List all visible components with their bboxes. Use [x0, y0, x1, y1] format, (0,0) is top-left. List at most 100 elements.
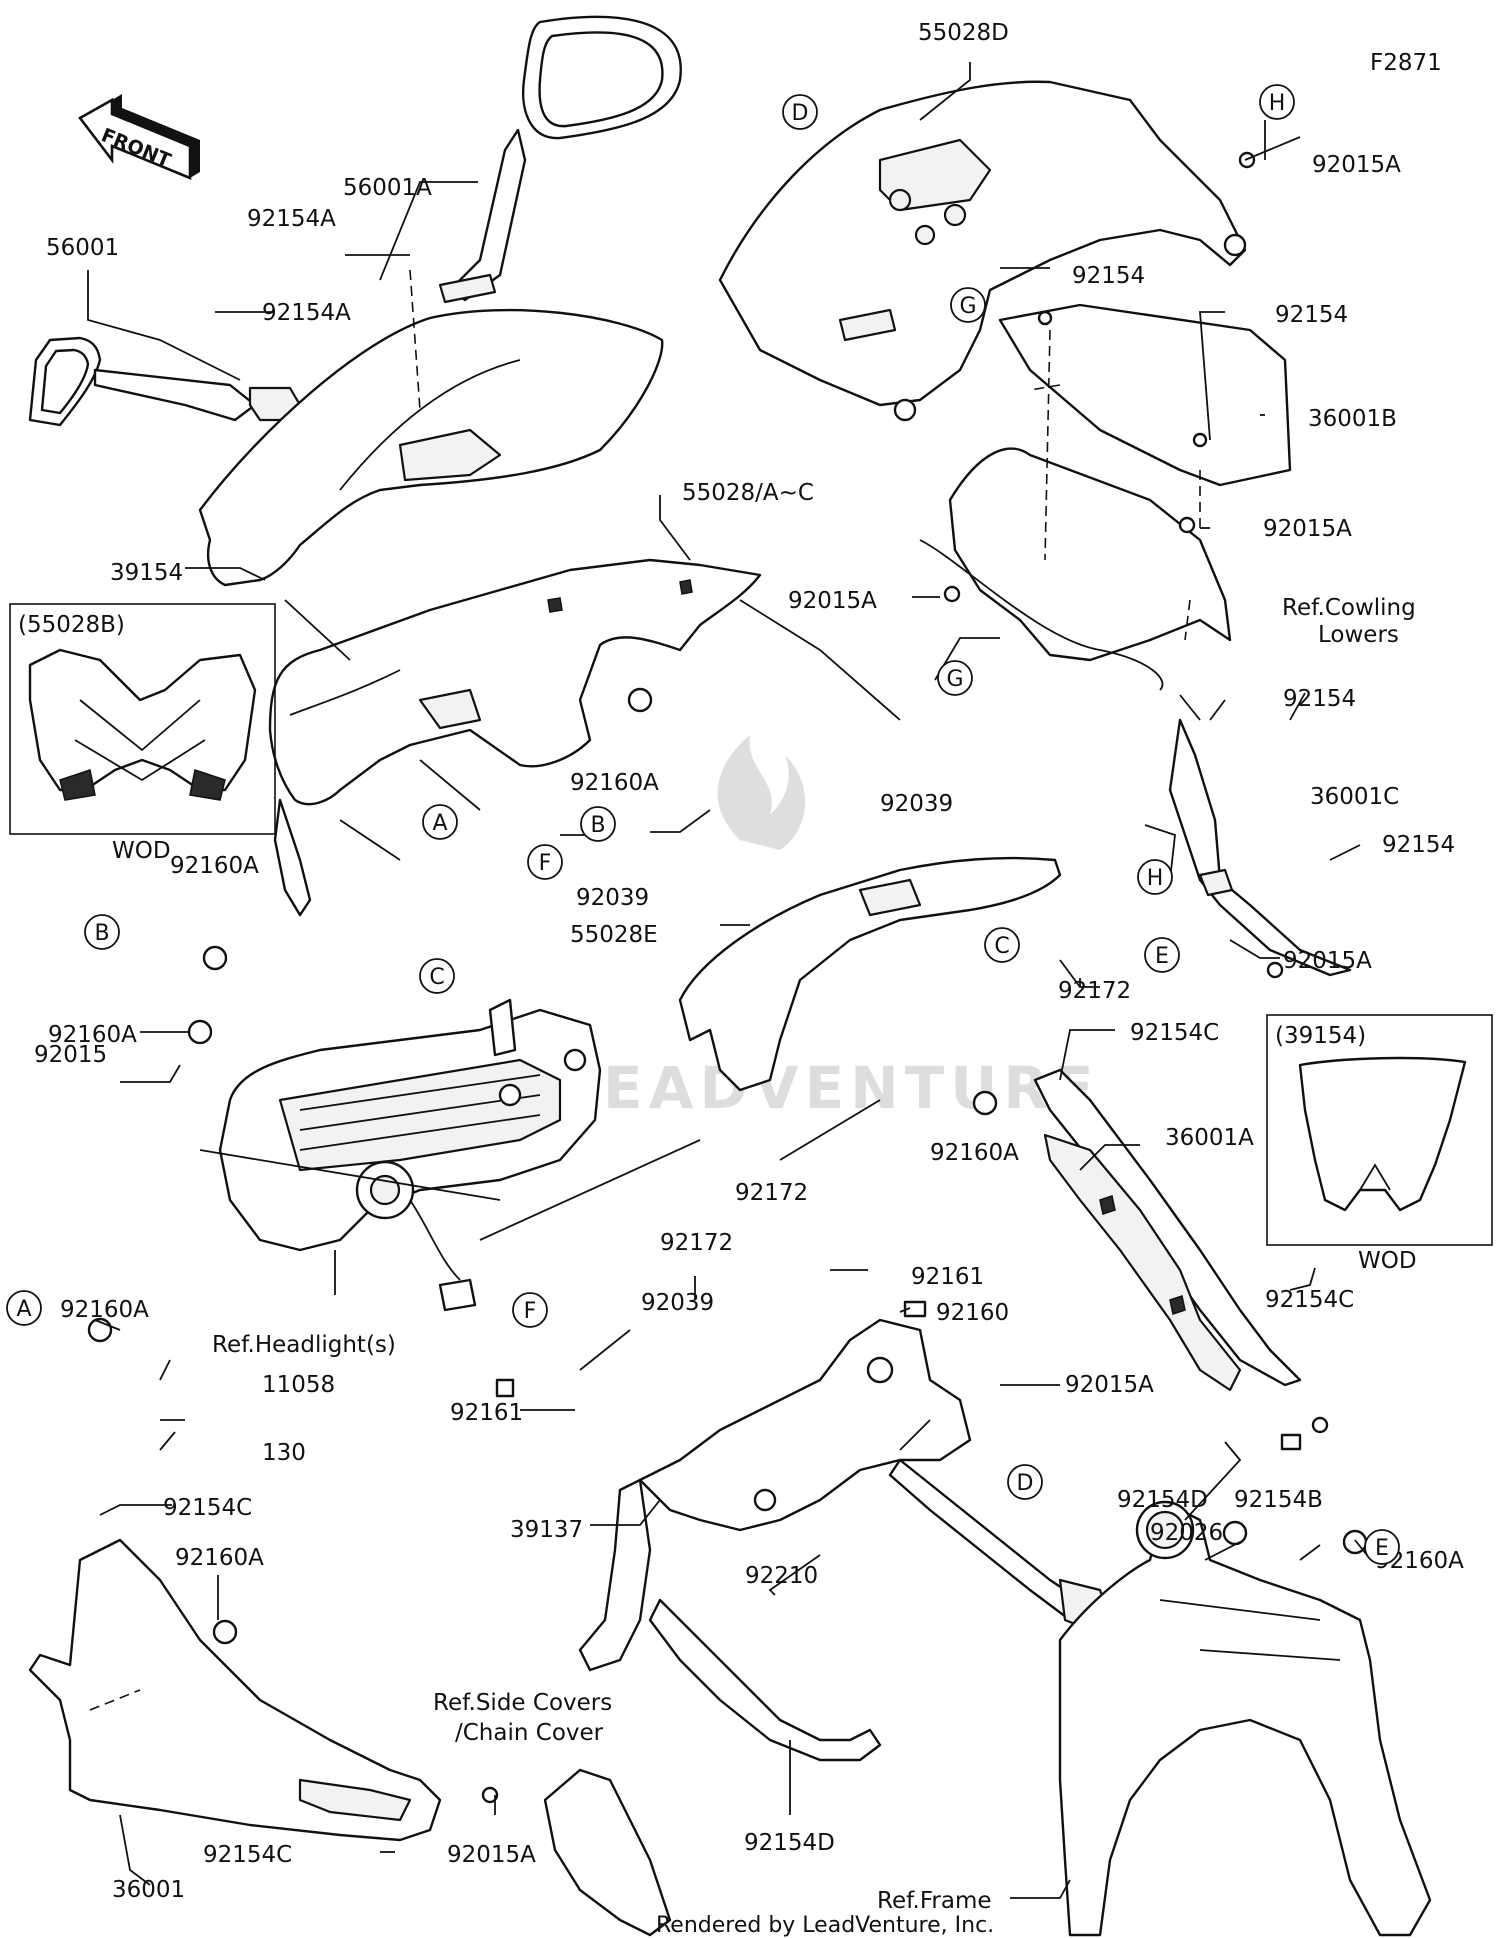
fasteners [87, 151, 1368, 1804]
part-label-p16: 92154 [1283, 686, 1356, 712]
callout-letter: F [524, 1299, 537, 1324]
stay-39137 [578, 1318, 1112, 1762]
part-label-p4: 56001 [46, 235, 119, 261]
callout-circle [1007, 1464, 1043, 1500]
part-label-p35: 92161 [911, 1264, 984, 1290]
part-label-p5: 92154A [247, 206, 336, 232]
callout-circle [422, 804, 458, 840]
part-label-p27: 92015 [34, 1042, 107, 1068]
part-label-p1: 55028D [918, 20, 1009, 46]
callout-c15: D [1007, 1464, 1043, 1500]
part-label-p26: 92160A [48, 1022, 137, 1048]
part-label-p25: 92172 [1058, 978, 1131, 1004]
part-label-p15: Lowers [1318, 622, 1399, 648]
front-arrow: FRONT [78, 94, 200, 180]
callout-circle [1259, 84, 1295, 120]
part-label-p48: 92026 [1150, 1520, 1223, 1546]
cover-55028e [678, 856, 1062, 1092]
callout-circle [984, 927, 1020, 963]
panel-36001b [998, 303, 1292, 487]
part-label-p45: 39137 [510, 1517, 583, 1543]
callout-c9: H [1137, 859, 1173, 895]
part-label-p13: 92015A [788, 588, 877, 614]
callout-circle [84, 914, 120, 950]
callout-letter: F [539, 851, 552, 876]
inset-cowling-title: (55028B) [18, 612, 125, 638]
callout-letter: C [994, 934, 1009, 959]
callout-circle [1137, 859, 1173, 895]
callout-letter: H [1147, 866, 1164, 891]
callout-markers: D H G G A B F C H E B C A F D E [6, 84, 1400, 1565]
part-label-p10: 92015A [1263, 516, 1352, 542]
callout-letter: B [590, 813, 605, 838]
part-label-p56: 92154D [744, 1830, 835, 1856]
inset-windshield-caption: WOD [1358, 1248, 1417, 1274]
callout-circle [580, 806, 616, 842]
callout-circle [1364, 1529, 1400, 1565]
part-label-p7: 92154 [1072, 263, 1145, 289]
part-label-p28: 92154C [1130, 1020, 1219, 1046]
part-label-p37: 92160 [936, 1300, 1009, 1326]
part-label-p55: 92015A [447, 1842, 536, 1868]
callout-circle [1144, 937, 1180, 973]
callout-c7: F [527, 844, 563, 880]
callout-c10: E [1144, 937, 1180, 973]
callout-c11: B [84, 914, 120, 950]
watermark-text: LEADVENTURE [560, 1054, 1100, 1122]
part-label-p30: 92160A [930, 1140, 1019, 1166]
callout-letter: D [792, 101, 809, 126]
callout-c13: A [6, 1290, 42, 1326]
callout-c4: G [937, 660, 973, 696]
panel-36001c [1168, 718, 1352, 977]
callout-circle [527, 844, 563, 880]
part-label-p39: 11058 [262, 1372, 335, 1398]
part-label-p57: Ref.Frame [877, 1888, 992, 1914]
part-label-p29: 36001A [1165, 1125, 1254, 1151]
part-label-p12: 55028/A~C [682, 480, 814, 506]
leader-lines [87, 62, 1371, 1899]
part-label-p47: 92154B [1234, 1487, 1323, 1513]
mirror-right [438, 15, 682, 304]
inset-cowling-frame [9, 603, 276, 835]
inset-cowling-55028b: (55028B) WOD [9, 603, 276, 864]
part-label-p21: 92160A [170, 853, 259, 879]
part-label-p20: 92039 [880, 791, 953, 817]
panel-36001 [28, 1538, 442, 1842]
callout-circle [419, 958, 455, 994]
windshield [198, 308, 664, 587]
callout-letter: A [432, 811, 447, 836]
figure-code: F2871 [1370, 50, 1442, 76]
part-label-p42: 92015A [1065, 1372, 1154, 1398]
callout-letter: E [1155, 944, 1169, 969]
part-label-p14: Ref.Cowling [1282, 595, 1416, 621]
callout-c14: F [512, 1292, 548, 1328]
callout-circle [937, 660, 973, 696]
callout-c6: B [580, 806, 616, 842]
part-label-p50: 92210 [745, 1563, 818, 1589]
callout-c3: G [950, 287, 986, 323]
frame-ref [1058, 1500, 1432, 1937]
part-label-p54: 92154C [203, 1842, 292, 1868]
part-label-p2: 92015A [1312, 152, 1401, 178]
side-cover-ref [543, 1768, 672, 1937]
part-label-p22: 92039 [576, 885, 649, 911]
callout-letter: B [94, 921, 109, 946]
part-label-p52: /Chain Cover [455, 1720, 604, 1746]
callout-c2: H [1259, 84, 1295, 120]
callout-c8: C [984, 927, 1020, 963]
callout-letter: D [1017, 1471, 1034, 1496]
part-label-p24: 92015A [1283, 948, 1372, 974]
part-label-p33: 92160A [60, 1297, 149, 1323]
part-label-p8: 92154 [1275, 302, 1348, 328]
part-label-p18: 92154 [1382, 832, 1455, 858]
part-label-p46: 92154D [1117, 1487, 1208, 1513]
part-label-p17: 36001C [1310, 784, 1399, 810]
part-label-p41: 92161 [450, 1400, 523, 1426]
part-label-p38: 92154C [1265, 1287, 1354, 1313]
callout-letter: C [429, 965, 444, 990]
part-label-p19: 92160A [570, 770, 659, 796]
callout-letter: A [16, 1297, 31, 1322]
headlight-assembly [218, 998, 602, 1312]
callout-c16: E [1364, 1529, 1400, 1565]
